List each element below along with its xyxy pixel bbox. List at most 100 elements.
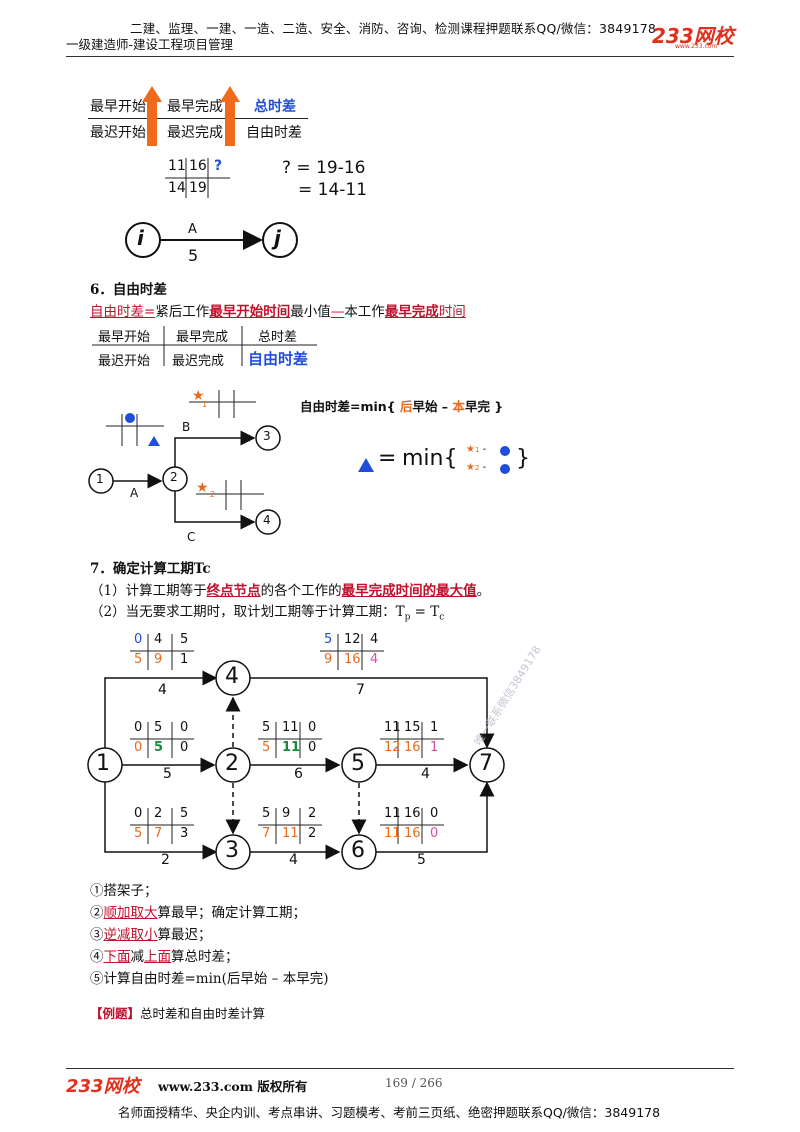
section7-item2: （2）当无要求工期时，取计划工期等于计算工期：Tp = Tc <box>90 604 445 623</box>
ex1-grid-bot-1: 14 <box>168 180 186 196</box>
time-grid-cell: 0 <box>134 632 143 647</box>
ex1-grid-lines <box>165 158 230 198</box>
s6-node-3 <box>255 425 281 451</box>
orange-arrows <box>142 86 240 146</box>
footer-bottom: 名师面授精华、央企内训、考点串讲、习题模考、考前三页纸、绝密押题联系QQ/微信：… <box>118 1105 661 1120</box>
s6-table-ef: 最早完成 <box>176 330 229 345</box>
node-1 <box>87 747 123 783</box>
edge-6-7 <box>376 781 495 853</box>
time-grid-cell: 4 <box>154 632 163 647</box>
time-grid-cell: 0 <box>134 720 143 735</box>
s6-table-es: 最早开始 <box>98 330 151 345</box>
time-grid-cell: 12 <box>384 740 401 755</box>
footer-divider <box>66 1068 734 1069</box>
up-arrow-icon <box>220 86 240 146</box>
top-table-ef: 最早完成 <box>167 99 223 115</box>
step-3: ③逆减取小算最迟； <box>90 927 212 943</box>
s6-node-4 <box>255 509 281 535</box>
node-2 <box>215 747 251 783</box>
time-grid-cell: 4 <box>370 652 379 667</box>
top-table-tf: 总时差 <box>254 99 296 115</box>
time-grid-cell: 11 <box>282 740 301 755</box>
time-grid-cell: 2 <box>154 806 163 821</box>
time-grid-cell: 0 <box>430 826 439 841</box>
min-star2: ★2 - <box>466 462 487 473</box>
node-4-label: 4 <box>225 664 239 689</box>
ex1-act-name: A <box>188 222 197 237</box>
time-grid-cell: 1 <box>430 740 439 755</box>
dur-4-7: 7 <box>356 682 365 698</box>
time-grid-cell: 0 <box>308 720 317 735</box>
ex1-act-dur: 5 <box>188 246 199 265</box>
header-divider <box>66 56 734 57</box>
time-grid-cell: 5 <box>154 740 164 755</box>
node-5-label: 5 <box>351 751 365 776</box>
time-grid-cell: 7 <box>154 826 163 841</box>
time-grid-cell: 5 <box>262 740 271 755</box>
time-grid-cell: 0 <box>134 740 143 755</box>
s6-node-1-label: 1 <box>96 472 104 486</box>
example-heading: 【例题】总时差和自由时差计算 <box>90 1006 266 1021</box>
edge-4-7 <box>249 677 495 749</box>
dur-5-7: 4 <box>421 766 430 782</box>
section6-definition: 自由时差=紧后工作最早开始时间最小值—本工作最早完成时间 <box>90 304 466 320</box>
s6-table-lf: 最迟完成 <box>172 354 225 369</box>
footer-logo: 233网校 <box>66 1076 140 1097</box>
section6-heading: 6．自由时差 <box>90 282 167 298</box>
blue-dot-icon <box>500 446 510 456</box>
top-table-lf: 最迟完成 <box>167 125 223 141</box>
time-grid-cell: 16 <box>344 652 361 667</box>
time-grid-cell: 7 <box>262 826 271 841</box>
dur-2-5: 6 <box>294 766 303 782</box>
section7-heading: 7．确定计算工期Tc <box>90 561 211 577</box>
node-j-label: j <box>274 226 281 250</box>
node-j <box>262 222 298 258</box>
node-3-label: 3 <box>225 838 239 863</box>
min-close: } <box>516 446 530 471</box>
time-grid-cell: 11 <box>384 806 401 821</box>
step-5: ⑤计算自由时差=min(后早始 – 本早完) <box>90 971 329 987</box>
s6-formula: 自由时差=min{ 后早始 – 本早完 } <box>300 399 504 414</box>
time-grid-cell: 2 <box>308 826 317 841</box>
ex1-grid-bot-2: 19 <box>189 180 207 196</box>
time-grid-cell: 3 <box>180 826 189 841</box>
node-2-label: 2 <box>225 751 239 776</box>
star-icon: ★ <box>192 388 205 404</box>
s6-act-c: C <box>187 530 196 544</box>
edge-1-4 <box>104 670 218 756</box>
time-grid-cell: 0 <box>134 806 143 821</box>
ex1-eq2: = 14-11 <box>298 180 368 200</box>
time-grid-cell: 5 <box>134 826 143 841</box>
triangle-icon <box>148 436 160 446</box>
min-text: min{ <box>402 446 458 471</box>
time-grid-cell: 5 <box>154 720 163 735</box>
node-5 <box>341 747 377 783</box>
s6-network-diagram: ★ ★ <box>88 388 281 535</box>
network-diagram <box>87 660 505 870</box>
s6-table-ls: 最迟开始 <box>98 354 151 369</box>
ex1-eq1: ? = 19-16 <box>282 158 366 178</box>
time-grid-cell: 12 <box>344 632 361 647</box>
blue-dot-icon <box>125 413 135 423</box>
ex1-grid-top-2: 16 <box>189 158 207 174</box>
top-table-line <box>88 118 308 119</box>
dur-3-6: 4 <box>289 852 298 868</box>
time-grid-cell: 0 <box>430 806 439 821</box>
blue-triangle-icon <box>358 458 374 472</box>
s6-node-2-label: 2 <box>170 470 178 484</box>
header-logo: 233网校 <box>652 24 734 48</box>
top-table-ff: 自由时差 <box>246 125 302 141</box>
time-grid-cell: 5 <box>262 720 271 735</box>
time-grid-cell: 1 <box>430 720 439 735</box>
time-grid-cell: 0 <box>180 720 189 735</box>
time-grid-cell: 16 <box>404 806 421 821</box>
dur-6-7: 5 <box>417 852 426 868</box>
ex1-arrow-diagram <box>125 222 298 258</box>
s6-table-ff: 自由时差 <box>248 350 309 368</box>
time-grid-cell: 5 <box>324 632 333 647</box>
footer-site: www.233.com 版权所有 <box>158 1079 308 1094</box>
